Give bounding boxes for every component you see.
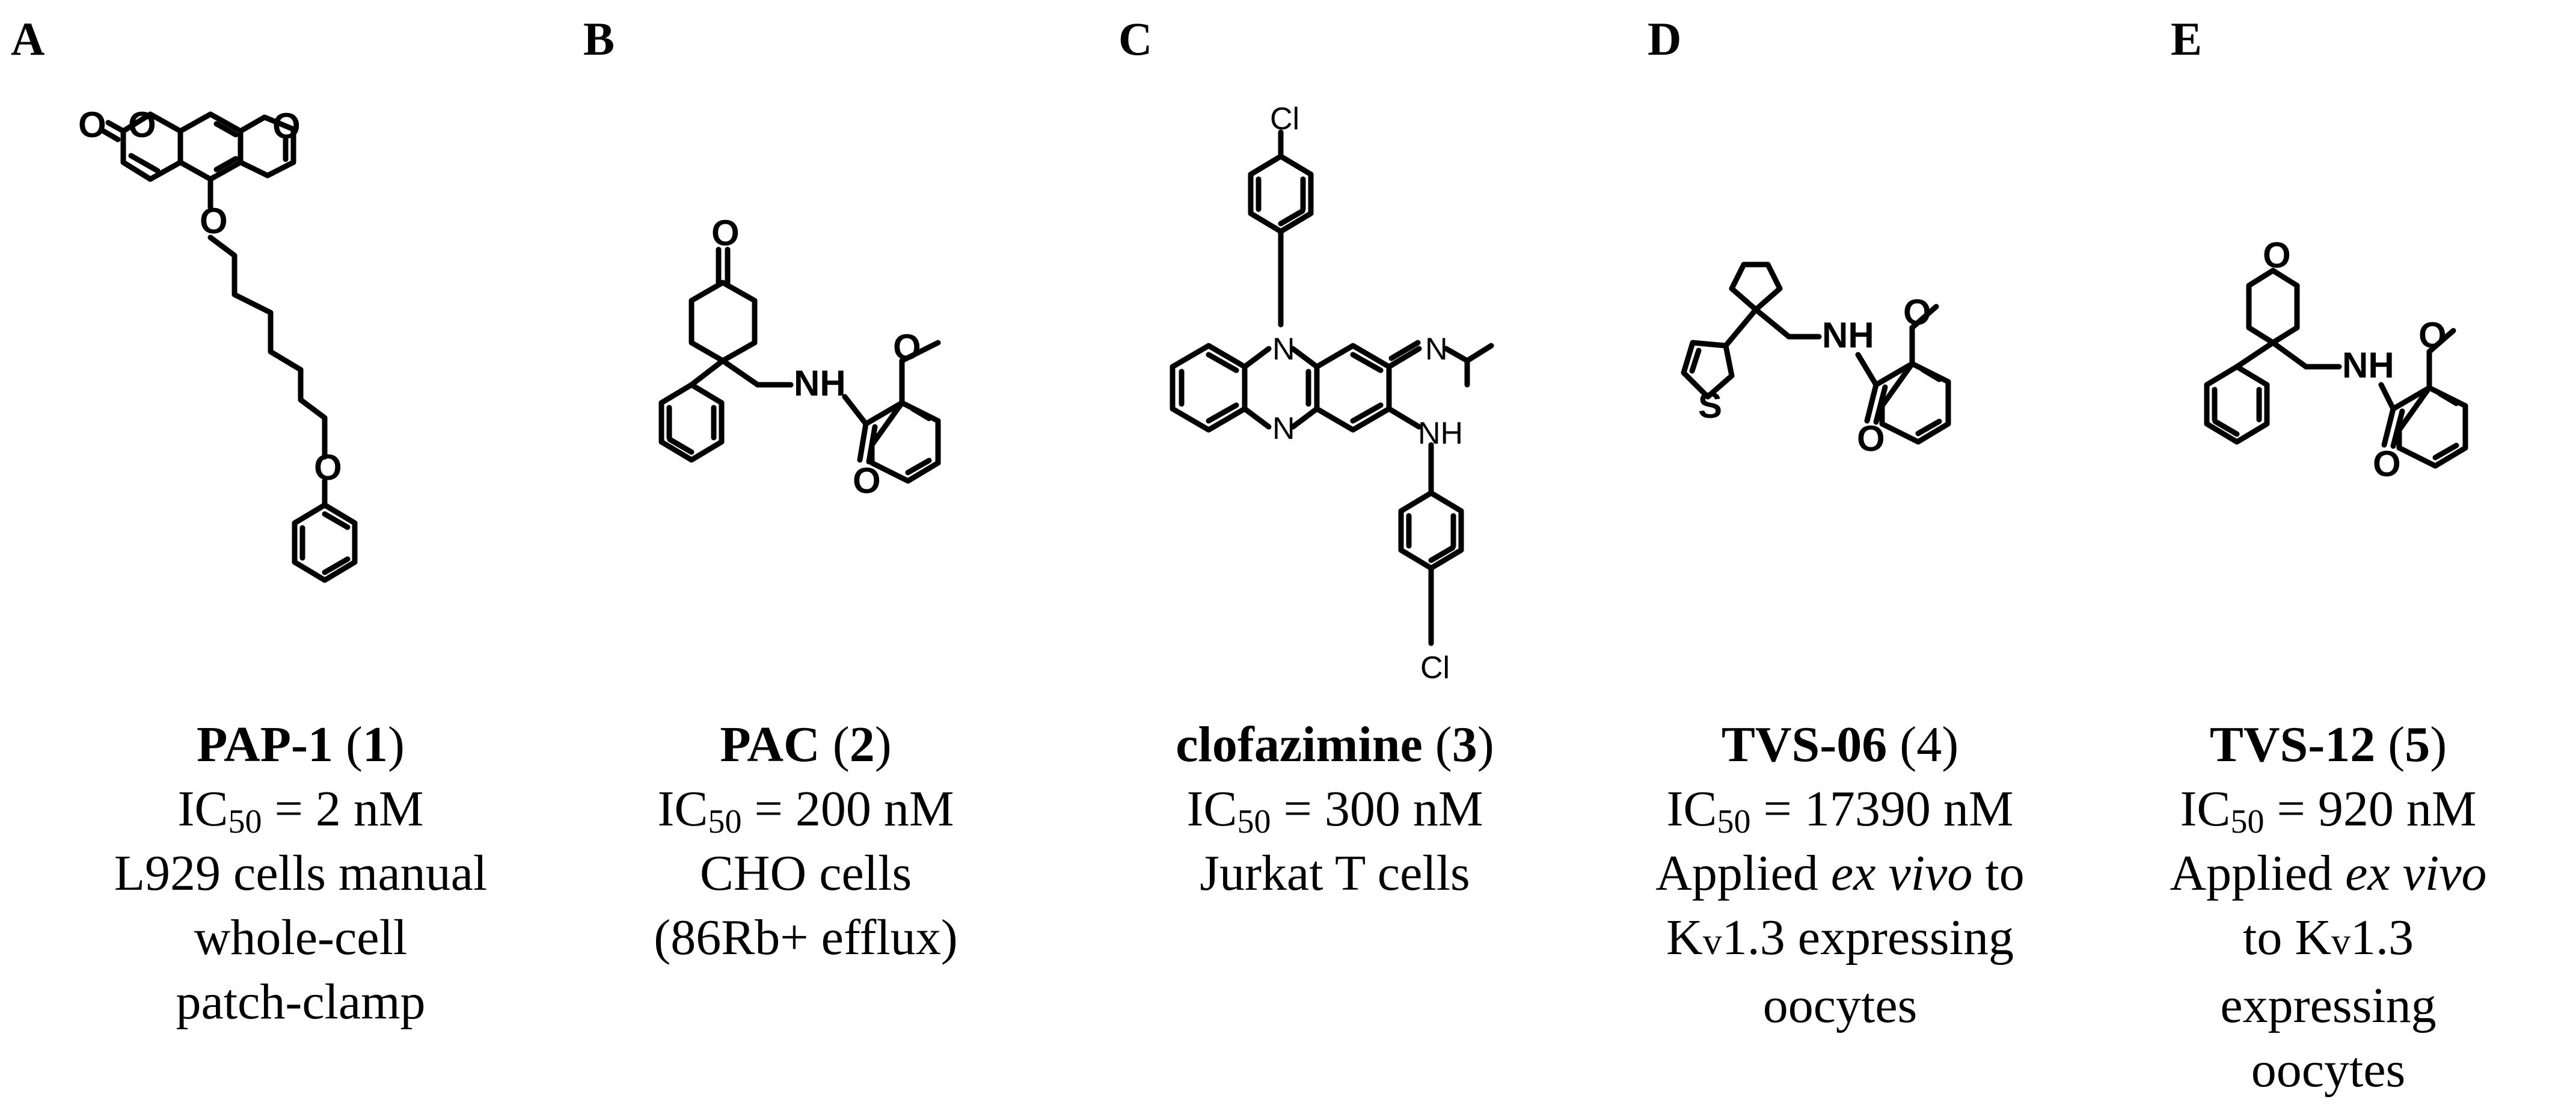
assay-line: Applied ex vivo (2170, 845, 2487, 901)
caption-clofazimine: clofazimine (3) IC50 = 300 nM Jurkat T c… (1070, 712, 1599, 905)
assay-line: L929 cells manual (114, 845, 488, 901)
ic50-line: IC50 = 17390 nM (1666, 781, 2014, 840)
caption-pap-1: PAP-1 (1) IC50 = 2 nM L929 cells manual … (60, 712, 541, 1034)
atom-label: O (1857, 418, 1885, 459)
structure-pac: O NH O O (541, 0, 1070, 682)
structure-pap-1: O O O O O (0, 0, 541, 682)
panel-d: D (1599, 0, 2081, 1111)
compound-title: TVS-06 (4) (1721, 717, 1959, 773)
assay-line: expressing (2220, 978, 2436, 1033)
atom-label: NH (794, 363, 846, 403)
tvs-06-molecule: S NH O O (1681, 262, 1951, 459)
compound-title: PAC (2) (720, 717, 892, 773)
ic50-line: IC50 = 300 nM (1186, 781, 1483, 840)
compound-title: TVS-12 (5) (2209, 717, 2447, 773)
atom-label: O (2373, 444, 2401, 484)
atom-label: O (314, 447, 342, 488)
ic50-line: IC50 = 200 nM (657, 781, 954, 840)
atom-label: NH (1418, 416, 1463, 451)
panel-a: A (0, 0, 541, 1111)
atom-label: N (1425, 332, 1448, 367)
atom-label: O (272, 106, 301, 146)
atom-label: O (893, 327, 921, 367)
compound-title: PAP-1 (1) (197, 717, 405, 773)
panel-c: C (1070, 0, 1599, 1111)
atom-label: O (78, 105, 106, 145)
assay-line: Applied ex vivo to (1655, 845, 2025, 901)
assay-line: Kv1.3 expressing (1666, 910, 2014, 966)
atom-label: O (200, 201, 228, 241)
atom-label: Cl (1270, 102, 1299, 136)
panel-letter-d: D (1648, 13, 1682, 65)
assay-line: CHO cells (699, 845, 912, 901)
panel-e: E (2081, 0, 2576, 1111)
caption-tvs-06: TVS-06 (4) IC50 = 17390 nM Applied ex vi… (1599, 712, 2081, 1038)
tvs-12-molecule: O O NH O (2204, 235, 2468, 484)
assay-line: Jurkat T cells (1200, 845, 1470, 901)
atom-label: O (128, 105, 156, 145)
ic50-line: IC50 = 920 nM (2180, 781, 2477, 840)
panel-letter-e: E (2171, 13, 2203, 65)
assay-line: to Kv1.3 (2243, 910, 2414, 966)
structure-tvs-06: S NH O O (1599, 0, 2081, 682)
panel-letter-b: B (583, 13, 615, 65)
panel-b: B (541, 0, 1070, 1111)
assay-line: patch-clamp (176, 974, 426, 1030)
structure-tvs-12: O O NH O (2081, 0, 2576, 682)
atom-label: O (853, 461, 881, 501)
atom-label: N (1272, 411, 1295, 446)
atom-label: O (711, 213, 740, 253)
atom-label: O (2418, 315, 2447, 355)
caption-tvs-12: TVS-12 (5) IC50 = 920 nM Applied ex vivo… (2081, 712, 2576, 1102)
atom-label: N (1272, 332, 1295, 367)
clofazimine-molecule: Cl N N N NH Cl (1170, 102, 1494, 685)
caption-pac: PAC (2) IC50 = 200 nM CHO cells (86Rb+ e… (541, 712, 1070, 970)
assay-line: whole-cell (194, 910, 408, 966)
atom-label: O (1903, 292, 1931, 332)
assay-line: oocytes (2251, 1042, 2406, 1098)
pap-1-molecule: O O O O O (78, 105, 358, 583)
atom-label: S (1698, 385, 1722, 426)
assay-line: (86Rb+ efflux) (654, 910, 958, 966)
panel-letter-c: C (1118, 13, 1153, 65)
atom-label: NH (1822, 315, 1874, 355)
pac-molecule: O NH O O (658, 213, 941, 501)
atom-label: O (2263, 235, 2291, 275)
compound-title: clofazimine (3) (1176, 717, 1494, 773)
atom-label: Cl (1420, 650, 1450, 679)
atom-label: NH (2342, 345, 2394, 385)
structure-clofazimine: Cl N N N NH Cl (1070, 0, 1599, 685)
assay-line: oocytes (1762, 978, 1918, 1033)
panel-letter-a: A (11, 13, 45, 65)
ic50-line: IC50 = 2 nM (177, 781, 424, 840)
